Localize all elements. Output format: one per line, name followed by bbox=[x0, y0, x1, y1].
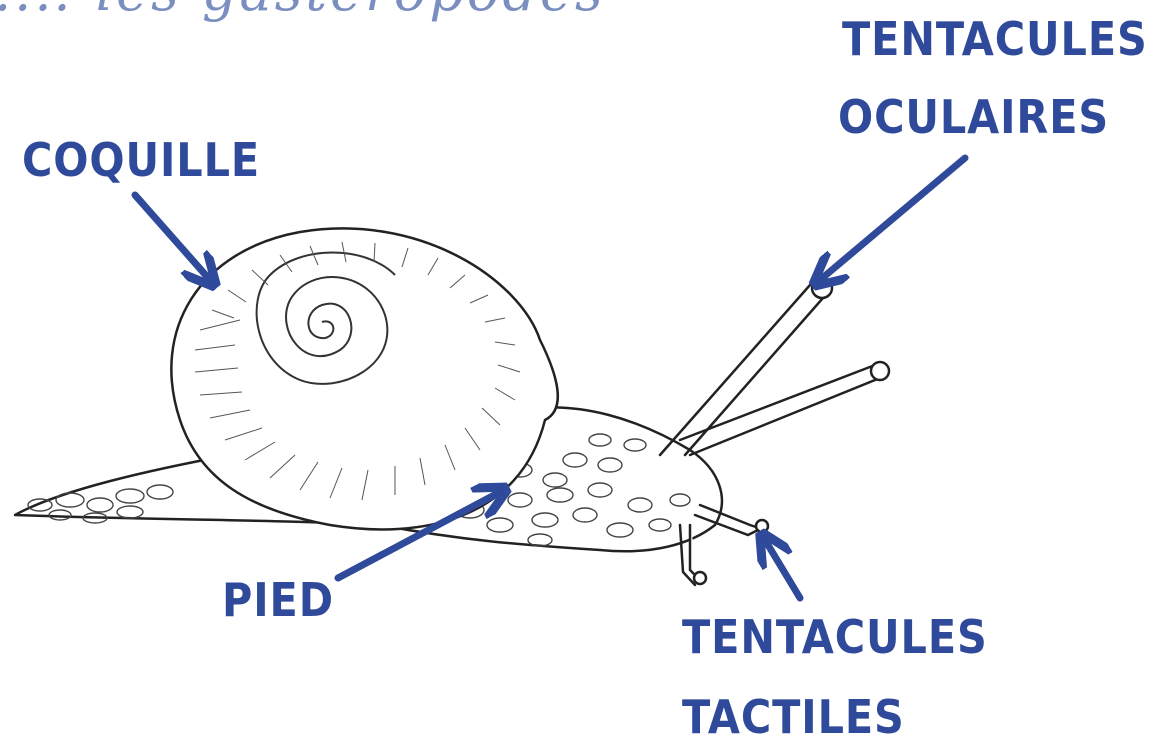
arrow-coquille bbox=[135, 195, 210, 280]
label-tentacules-oculaires-line1: TENTACULES bbox=[842, 12, 1148, 66]
label-tentacules-oculaires-line2: OCULAIRES bbox=[838, 90, 1109, 144]
arrow-tentacules-oculaires bbox=[820, 158, 965, 280]
label-coquille: COQUILLE bbox=[22, 133, 260, 187]
eye-tentacles bbox=[660, 278, 889, 455]
label-tentacules-tactiles-line2: TACTILES bbox=[682, 690, 905, 744]
label-tentacules-tactiles-line1: TENTACULES bbox=[682, 610, 988, 664]
shell bbox=[171, 228, 557, 529]
label-pied: PIED bbox=[222, 573, 334, 627]
arrow-tentacules-tactiles bbox=[765, 540, 800, 598]
